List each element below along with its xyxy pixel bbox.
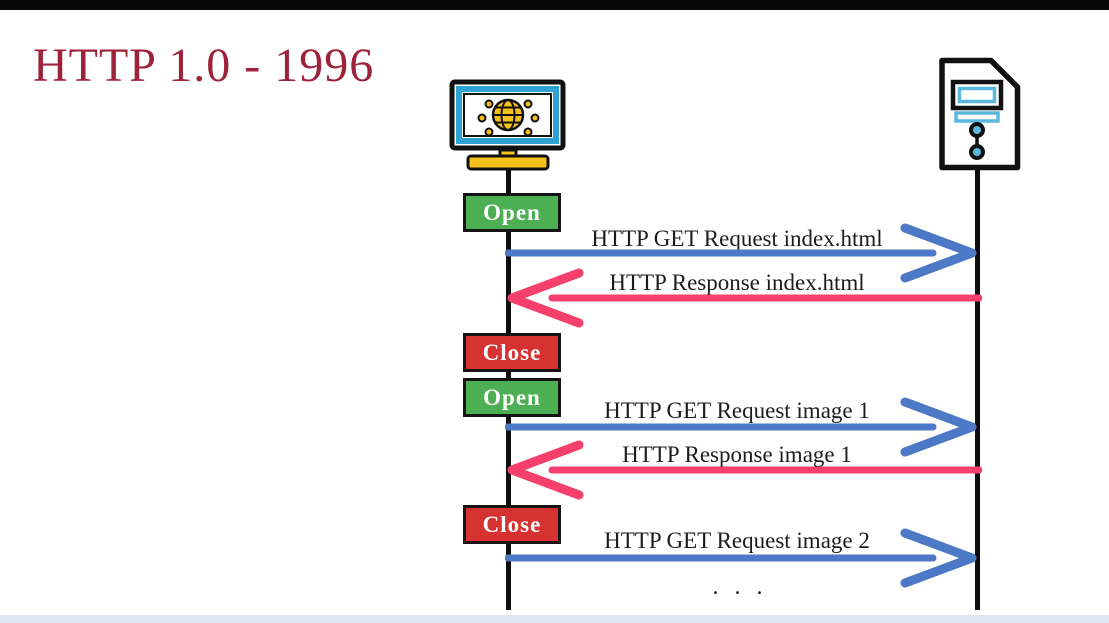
browser-monitor-globe-icon — [449, 79, 566, 171]
close-badge-1: Close — [463, 333, 561, 372]
close-badge-label: Close — [482, 511, 542, 537]
document-server-icon — [939, 57, 1021, 171]
continuation-ellipsis: . . . — [712, 574, 768, 600]
message-label-resp-image1: HTTP Response image 1 — [622, 442, 852, 467]
open-badge-2: Open — [463, 378, 561, 417]
top-black-bar — [0, 0, 1109, 10]
open-badge-label: Open — [483, 199, 541, 225]
open-badge-1: Open — [463, 193, 561, 232]
message-label-get-image2: HTTP GET Request image 2 — [604, 528, 870, 553]
close-badge-label: Close — [482, 339, 542, 365]
bottom-strip — [0, 615, 1109, 623]
slide-title: HTTP 1.0 - 1996 — [33, 39, 375, 92]
message-label-resp-index: HTTP Response index.html — [609, 270, 865, 295]
response-arrow-left-2 — [507, 440, 982, 500]
request-arrow-right-2 — [505, 397, 977, 457]
server-lifeline — [975, 162, 980, 610]
open-badge-label: Open — [483, 384, 541, 410]
response-arrow-left-1 — [507, 268, 982, 328]
message-label-get-image1: HTTP GET Request image 1 — [604, 398, 870, 423]
message-label-get-index: HTTP GET Request index.html — [591, 226, 883, 251]
request-arrow-right-3 — [505, 528, 977, 588]
request-arrow-right-1 — [505, 223, 977, 283]
close-badge-2: Close — [463, 505, 561, 544]
